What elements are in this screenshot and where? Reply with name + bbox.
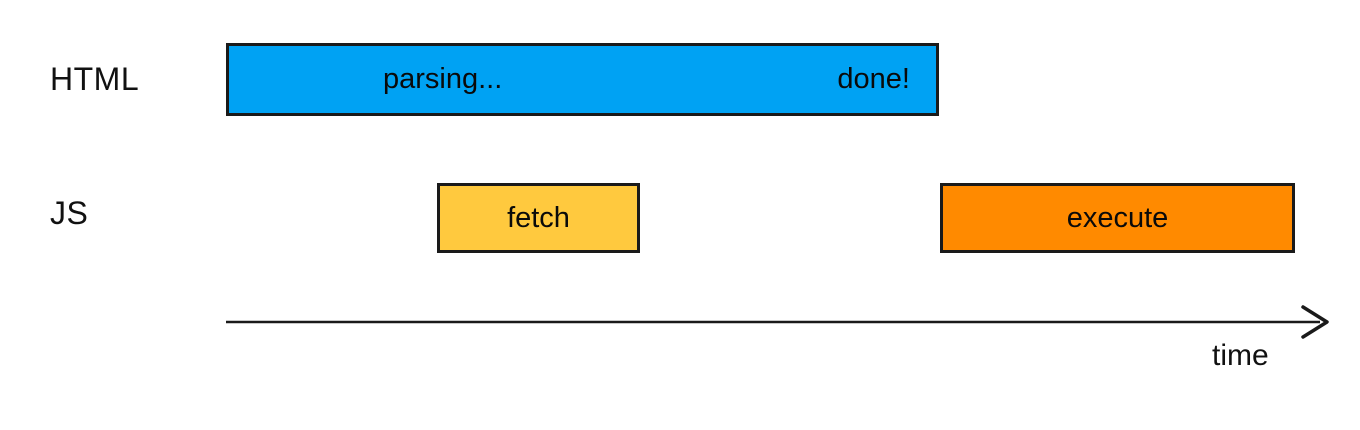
parsing-label: parsing... — [383, 63, 503, 95]
js-fetch-bar: fetch — [437, 183, 640, 253]
row-label-html: HTML — [50, 61, 140, 97]
arrowhead-icon — [1301, 305, 1329, 339]
time-axis-label: time — [1212, 339, 1269, 372]
row-label-js: JS — [50, 195, 89, 231]
html-parsing-bar: parsing... done! — [226, 43, 939, 116]
js-execute-bar: execute — [940, 183, 1295, 253]
fetch-label: fetch — [507, 201, 570, 234]
time-axis-arrow — [226, 305, 1329, 339]
done-label: done! — [837, 63, 910, 95]
execute-label: execute — [1066, 201, 1169, 234]
